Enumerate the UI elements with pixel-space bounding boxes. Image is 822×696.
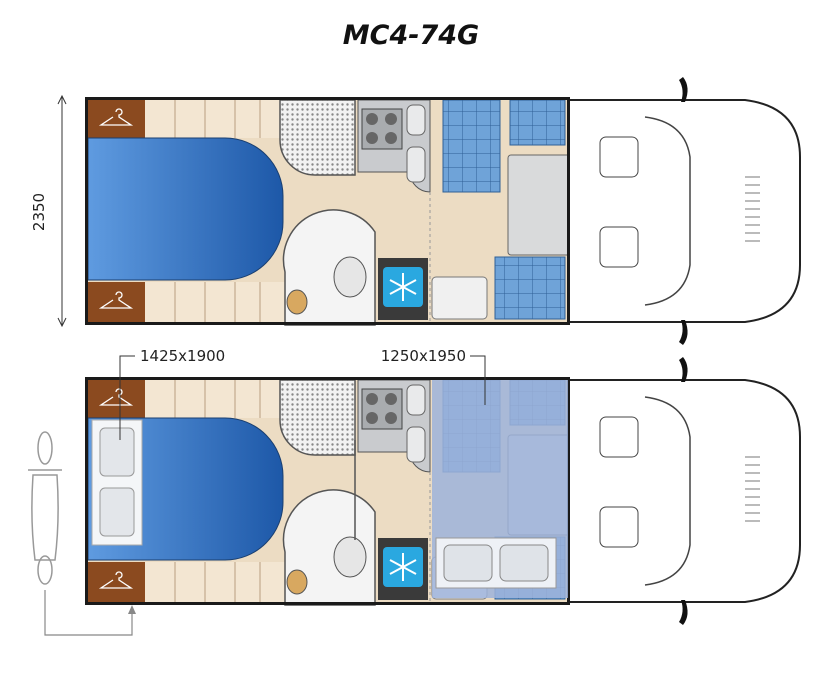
model-title: MC4-74G [342,20,480,51]
width-label: 2350 [30,193,48,231]
rear-bed-bedding [91,419,143,546]
front-bed [432,380,568,598]
garage-arrow [44,590,133,636]
front-bed-dimension: 1250x1950 [381,347,486,405]
motorcycle-icon [28,431,62,585]
front-bed-size: 1250x1950 [381,347,466,365]
rear-bed-dimension: 1425x1900 [119,347,225,440]
rear-bed-size: 1425x1900 [140,347,225,365]
width-dimension: 2350 [30,94,67,328]
floor-plan-day [85,77,800,345]
